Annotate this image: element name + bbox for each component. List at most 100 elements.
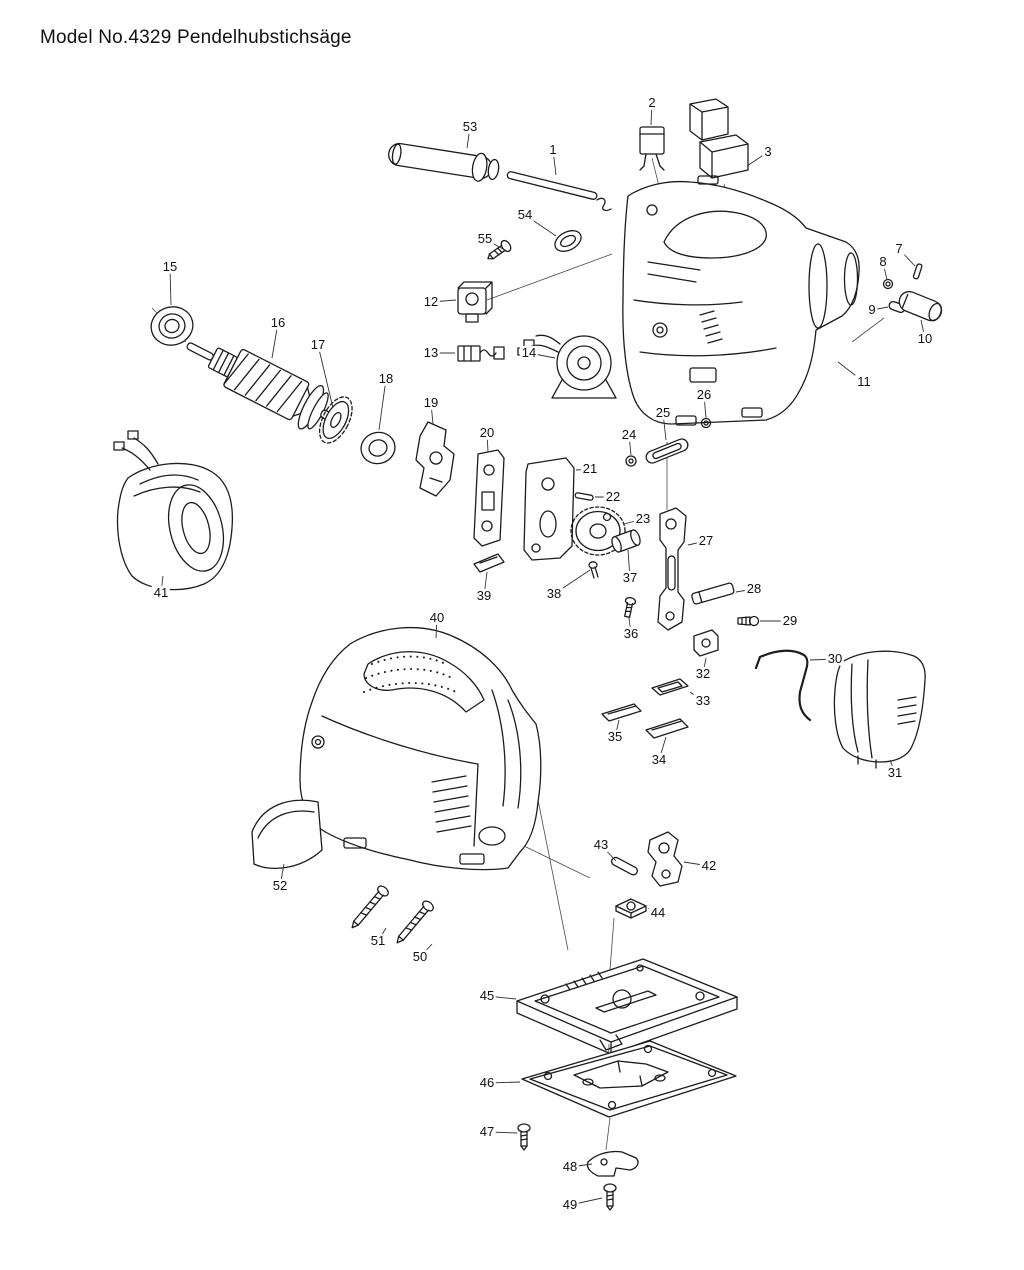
part-label-15: 15 <box>160 258 180 275</box>
part-label-28: 28 <box>744 580 764 597</box>
part-40-housing-lower <box>299 627 542 871</box>
part-label-11: 11 <box>855 373 873 390</box>
part-label-18: 18 <box>376 370 396 387</box>
part-41-field <box>113 430 234 591</box>
part-45-base-plate <box>516 958 738 1055</box>
part-label-51: 51 <box>368 932 388 949</box>
part-1-rod <box>506 171 612 212</box>
part-29-screw <box>737 615 760 627</box>
part-label-40: 40 <box>427 609 447 626</box>
part-label-31: 31 <box>885 764 905 781</box>
part-25-link <box>645 438 689 464</box>
part-36-screw <box>624 596 637 618</box>
part-label-2: 2 <box>646 94 658 111</box>
part-label-30: 30 <box>825 650 845 667</box>
part-37-sleeve <box>611 529 641 553</box>
part-label-42: 42 <box>699 857 719 874</box>
part-label-13: 13 <box>421 344 441 361</box>
part-label-3: 3 <box>762 143 774 160</box>
part-18-bearing <box>360 431 396 465</box>
part-15-bearing <box>150 306 194 346</box>
part-label-35: 35 <box>605 728 625 745</box>
part-50-screw <box>396 900 434 944</box>
part-42-lever <box>647 831 683 887</box>
part-26-ring <box>700 417 712 429</box>
part-label-36: 36 <box>621 625 641 642</box>
part-label-25: 25 <box>653 404 673 421</box>
part-label-8: 8 <box>877 253 889 270</box>
part-label-39: 39 <box>474 587 494 604</box>
part-33-plate <box>651 678 689 696</box>
part-11-housing <box>622 175 860 426</box>
part-7-pin <box>912 263 923 280</box>
part-51-screw <box>351 885 389 929</box>
part-38-screw <box>588 561 599 579</box>
part-31-cover <box>833 650 926 769</box>
part-47-screw <box>517 1123 531 1151</box>
part-label-21: 21 <box>580 460 600 477</box>
part-label-17: 17 <box>308 336 328 353</box>
part-23-gear <box>570 506 626 556</box>
part-53-handle-bar <box>388 142 500 182</box>
part-52-shield <box>251 799 323 870</box>
part-label-16: 16 <box>268 314 288 331</box>
part-label-44: 44 <box>648 904 668 921</box>
part-label-41: 41 <box>151 584 171 601</box>
part-label-38: 38 <box>544 585 564 602</box>
part-label-48: 48 <box>560 1158 580 1175</box>
part-label-47: 47 <box>477 1123 497 1140</box>
part-label-12: 12 <box>421 293 441 310</box>
part-28-link <box>691 582 735 605</box>
part-54-grommet <box>554 230 582 252</box>
part-label-34: 34 <box>649 751 669 768</box>
part-label-33: 33 <box>693 692 713 709</box>
part-10-sleeve <box>898 290 943 322</box>
part-label-19: 19 <box>421 394 441 411</box>
part-label-53: 53 <box>460 118 480 135</box>
part-label-45: 45 <box>477 987 497 1004</box>
part-39-plate <box>473 553 505 573</box>
part-label-46: 46 <box>477 1074 497 1091</box>
part-17-gear <box>318 396 353 444</box>
part-55-screw <box>487 239 512 260</box>
part-20-plate <box>473 449 505 547</box>
part-27-slider <box>657 507 687 631</box>
part-16-armature <box>186 342 347 430</box>
part-label-37: 37 <box>620 569 640 586</box>
part-13-carbon-brush <box>457 345 505 362</box>
part-19-bracket <box>415 421 455 497</box>
part-label-32: 32 <box>693 665 713 682</box>
part-44-square-nut <box>615 898 647 919</box>
part-12-brush-holder <box>457 281 493 323</box>
part-label-54: 54 <box>515 206 535 223</box>
part-label-43: 43 <box>591 836 611 853</box>
part-34-plate <box>645 718 689 739</box>
part-label-23: 23 <box>633 510 653 527</box>
part-label-49: 49 <box>560 1196 580 1213</box>
part-22-pin <box>574 492 594 501</box>
part-label-50: 50 <box>410 948 430 965</box>
part-label-55: 55 <box>475 230 495 247</box>
part-2-connector <box>639 126 665 171</box>
part-21-plate <box>523 457 575 561</box>
part-label-1: 1 <box>547 141 559 158</box>
part-label-29: 29 <box>780 612 800 629</box>
part-8-washer <box>882 278 894 290</box>
part-3-switch <box>689 98 749 179</box>
part-label-10: 10 <box>915 330 935 347</box>
part-label-14: 14 <box>519 344 539 361</box>
part-label-52: 52 <box>270 877 290 894</box>
part-32-clamp <box>693 629 719 657</box>
part-label-26: 26 <box>694 386 714 403</box>
part-label-24: 24 <box>619 426 639 443</box>
part-label-27: 27 <box>696 532 716 549</box>
leader-line-18 <box>378 378 387 431</box>
leader-line-17 <box>317 344 334 409</box>
part-46-cover-plate <box>521 1040 737 1118</box>
part-48-clamp <box>586 1150 639 1177</box>
page-title: Model No.4329 Pendelhubstichsäge <box>40 26 352 48</box>
part-label-20: 20 <box>477 424 497 441</box>
part-30-wire-guard <box>754 649 812 722</box>
